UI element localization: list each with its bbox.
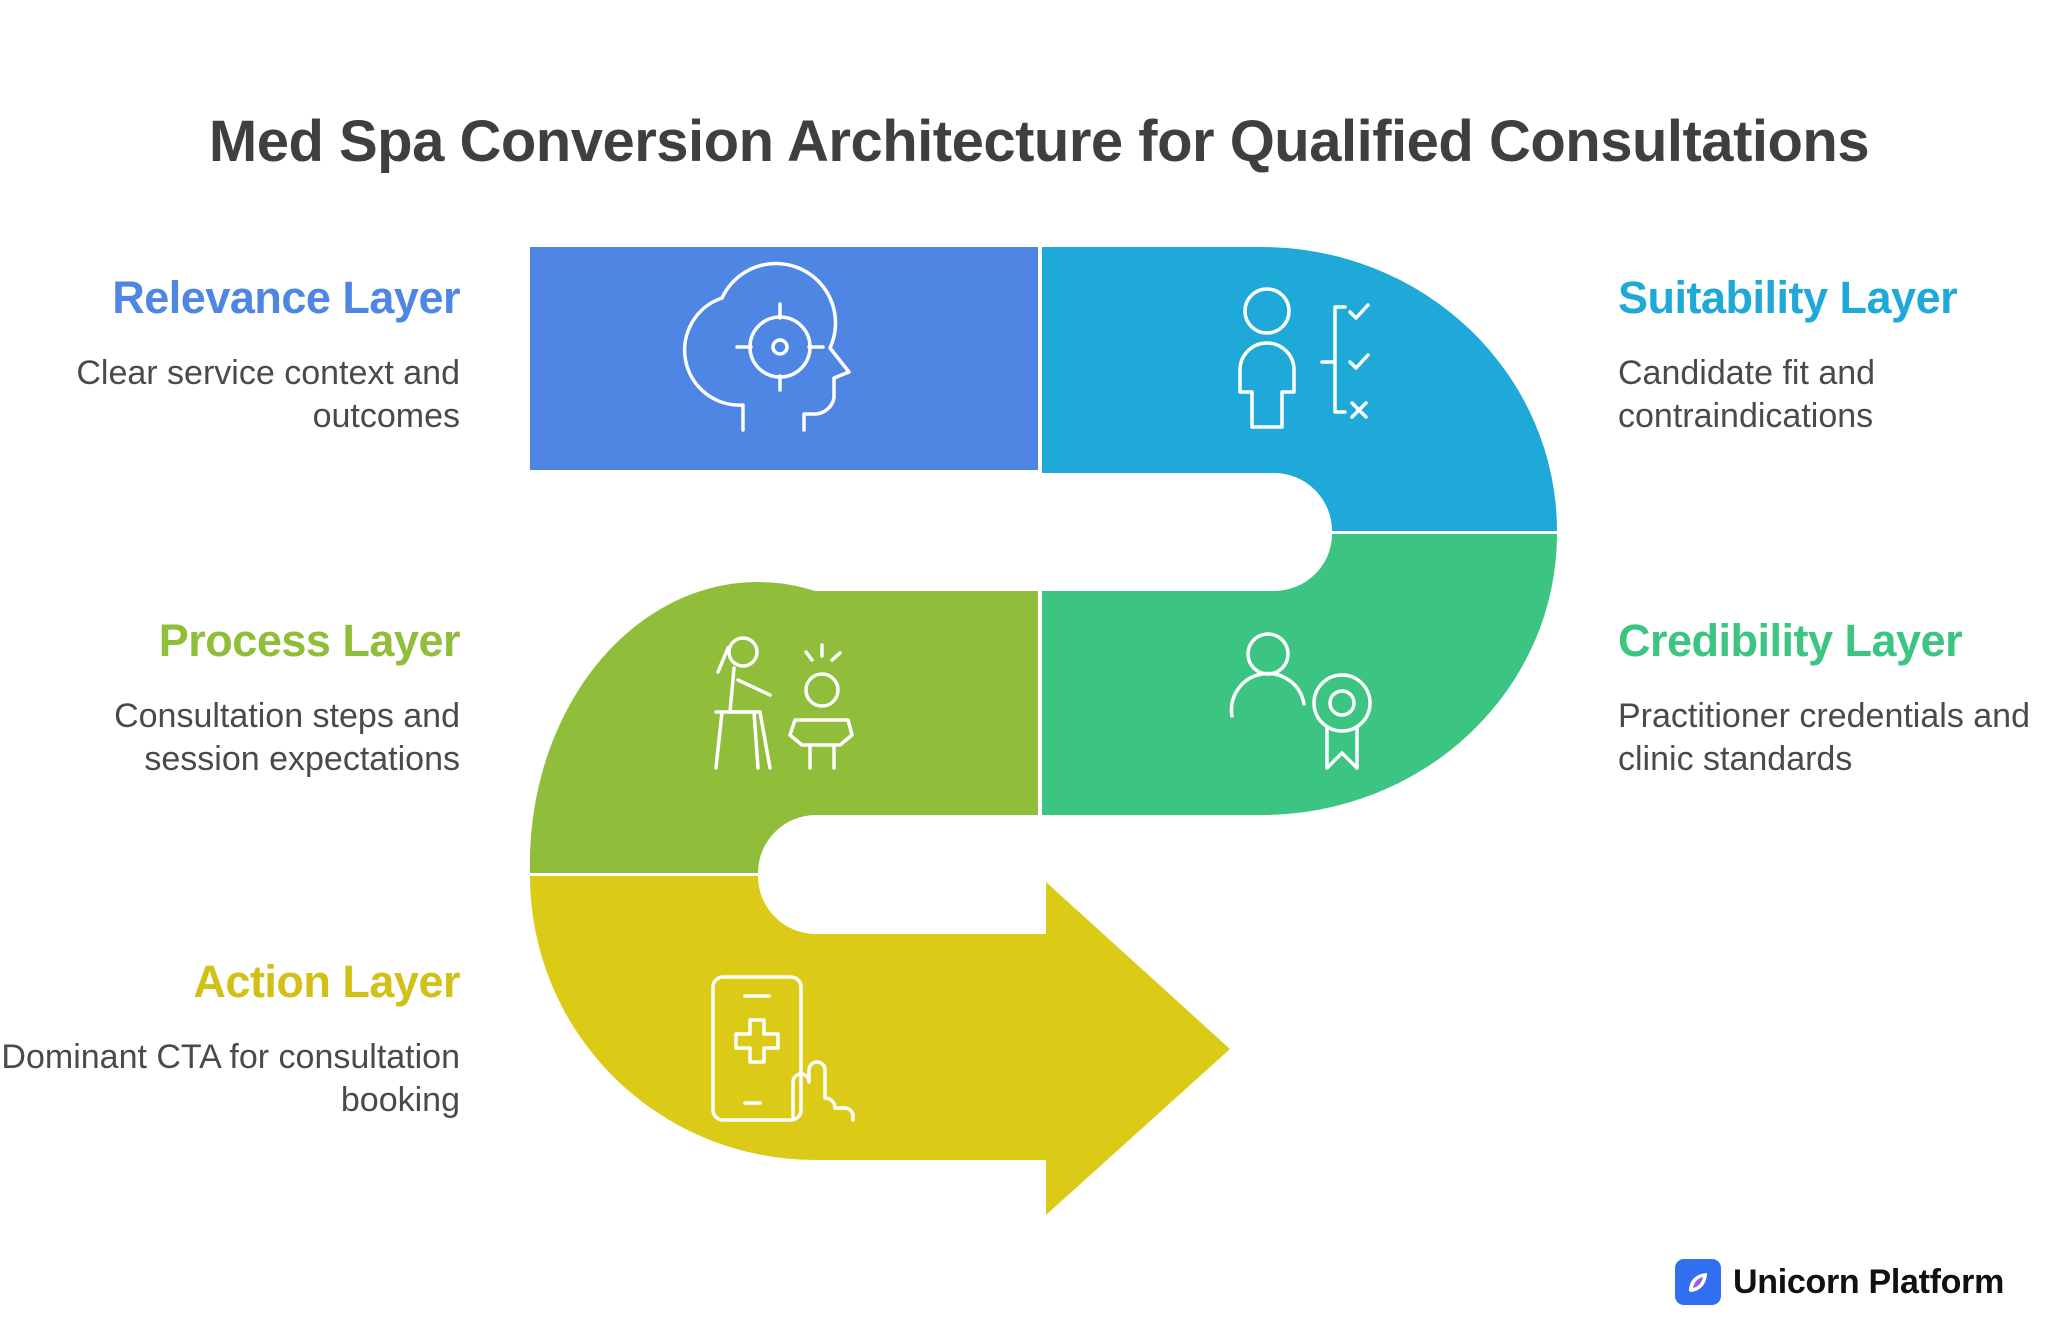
credibility-layer-heading: Credibility Layer xyxy=(1618,615,1963,666)
person-award-icon xyxy=(1229,632,1372,770)
person-checklist-icon xyxy=(1238,287,1370,429)
suitability-layer-description: Candidate fit and contraindications xyxy=(1618,354,1876,435)
process-layer-description: Consultation steps and session expectati… xyxy=(114,697,460,778)
action-segment xyxy=(530,876,1230,1215)
process-layer-heading: Process Layer xyxy=(158,615,461,666)
relevance-layer-label: Relevance Layer Clear service context an… xyxy=(0,272,460,438)
suitability-layer-heading: Suitability Layer xyxy=(1618,272,1958,323)
mobile-medical-tap-icon xyxy=(711,975,855,1122)
suitability-layer-label: Suitability Layer Candidate fit and cont… xyxy=(1618,272,2048,438)
action-layer-description: Dominant CTA for consultation booking xyxy=(1,1038,460,1119)
credibility-segment xyxy=(1042,534,1557,815)
brand-name: Unicorn Platform xyxy=(1733,1262,2005,1301)
credibility-layer-label: Credibility Layer Practitioner credentia… xyxy=(1618,615,2048,781)
action-layer-heading: Action Layer xyxy=(193,956,460,1007)
consultation-icon xyxy=(714,636,854,770)
relevance-layer-heading: Relevance Layer xyxy=(112,272,460,323)
brand-logo[interactable]: Unicorn Platform xyxy=(1675,1258,2004,1306)
suitability-segment xyxy=(1042,247,1557,531)
process-segment xyxy=(529,582,1038,873)
credibility-layer-description: Practitioner credentials and clinic stan… xyxy=(1618,697,2031,778)
relevance-layer-description: Clear service context and outcomes xyxy=(76,354,460,435)
unicorn-logo-icon xyxy=(1675,1259,1721,1305)
process-layer-label: Process Layer Consultation steps and ses… xyxy=(0,615,460,781)
head-target-icon xyxy=(682,261,851,432)
action-layer-label: Action Layer Dominant CTA for consultati… xyxy=(0,956,460,1122)
relevance-segment xyxy=(530,247,1038,470)
page-title: Med Spa Conversion Architecture for Qual… xyxy=(208,109,1870,174)
